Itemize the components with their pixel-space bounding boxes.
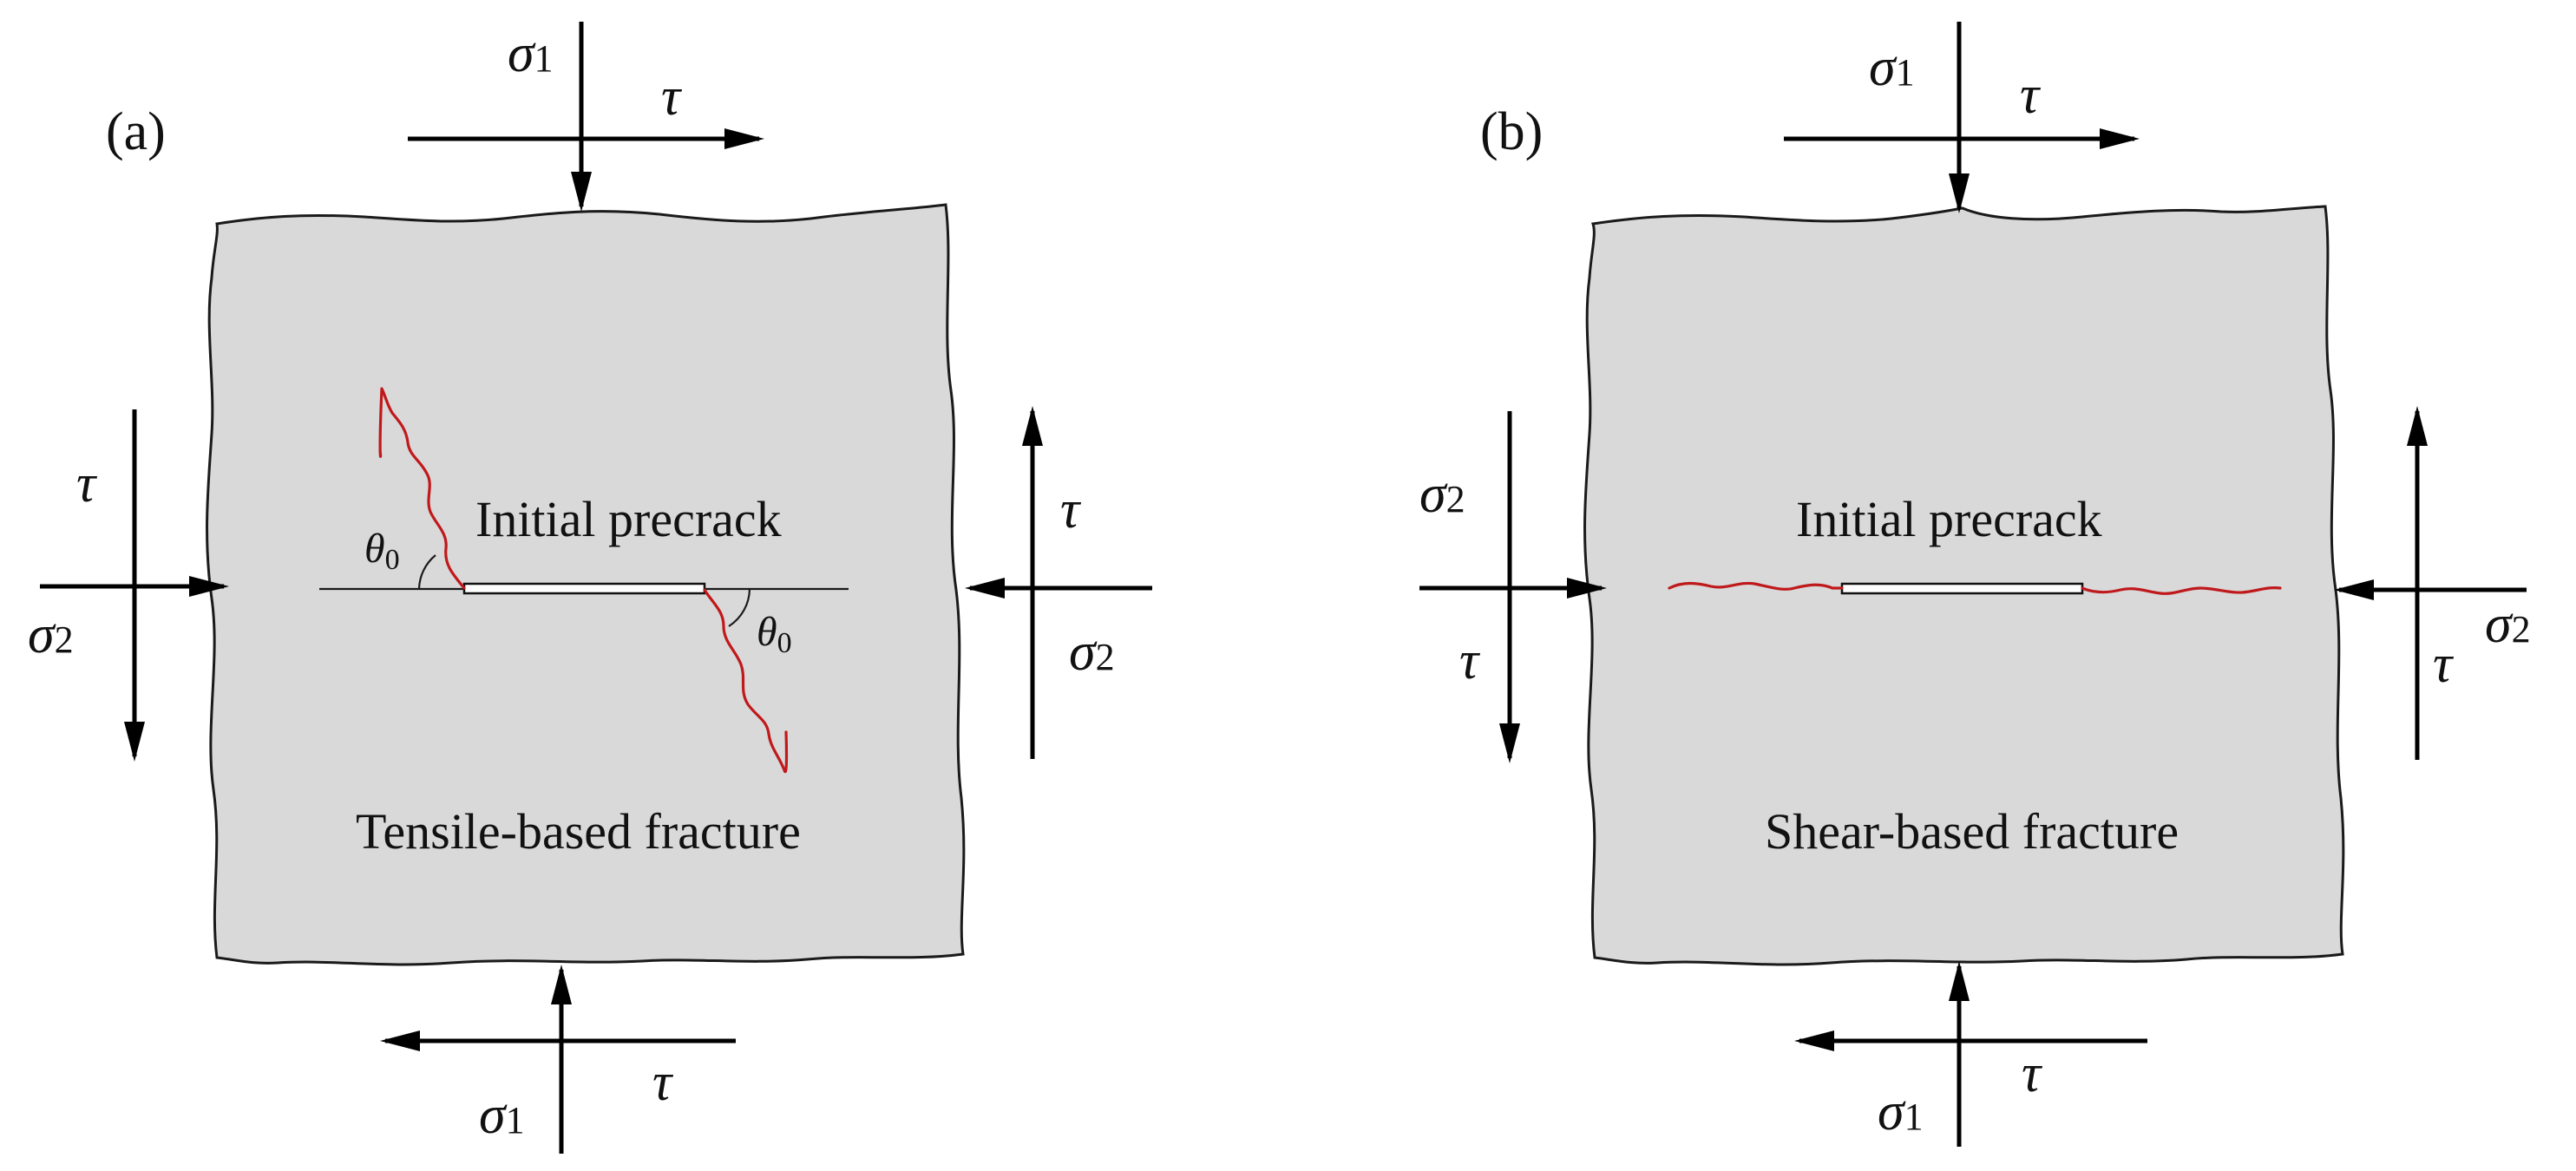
- panel-b-label: (b): [1480, 102, 1543, 161]
- shear-crack-right-b: [2081, 586, 2282, 595]
- tau-left-label-a: τ: [76, 455, 98, 514]
- precrack-label-a: Initial precrack: [475, 491, 782, 547]
- sigma1-bottom-label-a: σ1: [479, 1086, 525, 1145]
- tau-right-label-a: τ: [1060, 481, 1082, 540]
- sigma1-top-label-a: σ1: [508, 24, 554, 83]
- tau-left-label-b: τ: [1459, 631, 1481, 690]
- panel-a: (a) σ1 τ σ1 τ τ σ2 τ σ2: [28, 22, 1152, 1154]
- tau-right-label-b: τ: [2433, 635, 2455, 694]
- tau-top-label-b: τ: [2020, 66, 2042, 125]
- panel-b: (b) σ1 τ σ1 τ σ2 τ σ2 τ: [1419, 22, 2531, 1147]
- tau-bottom-label-a: τ: [652, 1053, 674, 1112]
- angle-arc-left-a: [417, 554, 436, 590]
- wing-crack-left-a: [378, 387, 466, 590]
- sigma2-right-label-a: σ2: [1069, 623, 1115, 682]
- theta-right-label-a: θ0: [757, 609, 792, 659]
- theta-left-label-a: θ0: [364, 526, 400, 576]
- panel-a-label: (a): [106, 102, 166, 161]
- initial-precrack-b: [1840, 582, 2084, 595]
- angle-arc-right-a: [728, 588, 751, 627]
- shear-crack-left-b: [1668, 581, 1844, 591]
- sigma2-left-label-b: σ2: [1419, 465, 1465, 524]
- initial-precrack-a: [462, 582, 706, 595]
- fracture-label-a: Tensile-based fracture: [356, 803, 801, 860]
- fracture-label-b: Shear-based fracture: [1765, 803, 2179, 860]
- tau-bottom-label-b: τ: [2022, 1044, 2043, 1103]
- precrack-label-b: Initial precrack: [1796, 491, 2102, 547]
- sigma2-left-label-a: σ2: [28, 605, 74, 664]
- tau-top-label-a: τ: [661, 68, 683, 127]
- sigma2-right-label-b: σ2: [2485, 595, 2531, 654]
- sigma1-bottom-label-b: σ1: [1878, 1083, 1924, 1142]
- sigma1-top-label-b: σ1: [1869, 38, 1915, 97]
- wing-crack-right-a: [703, 588, 789, 774]
